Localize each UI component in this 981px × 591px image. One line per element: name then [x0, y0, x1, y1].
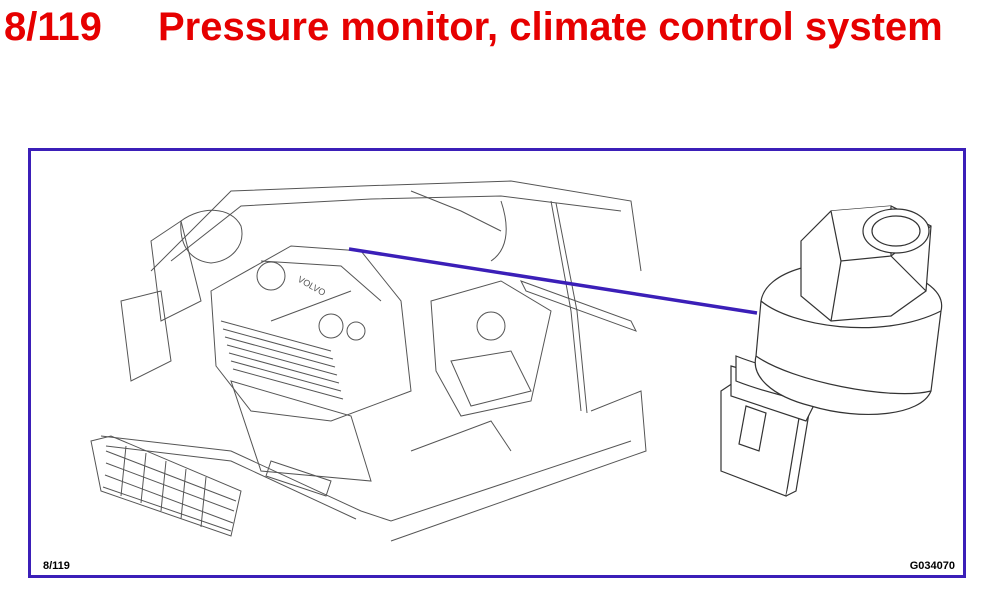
- brake-fluid-cap: [476, 311, 506, 341]
- figure-code-left: 8/119: [43, 560, 70, 572]
- callout-line: [348, 247, 758, 315]
- front-grille: [90, 435, 242, 537]
- pressure-sensor: [720, 205, 943, 497]
- coolant-reservoir: [180, 209, 243, 264]
- engine-block: [210, 245, 412, 422]
- hood-outline: [150, 180, 642, 272]
- engine-bay-illustration: VOLVO 8/119 G034070: [43, 180, 955, 572]
- engine-badge-text: VOLVO: [296, 274, 327, 298]
- oil-cap: [256, 261, 286, 291]
- figure-code-right: G034070: [910, 560, 955, 572]
- page-title: Pressure monitor, climate control system: [158, 5, 943, 49]
- illustration-frame: VOLVO 8/119 G034070: [28, 148, 966, 578]
- section-number: 8/119: [4, 5, 102, 49]
